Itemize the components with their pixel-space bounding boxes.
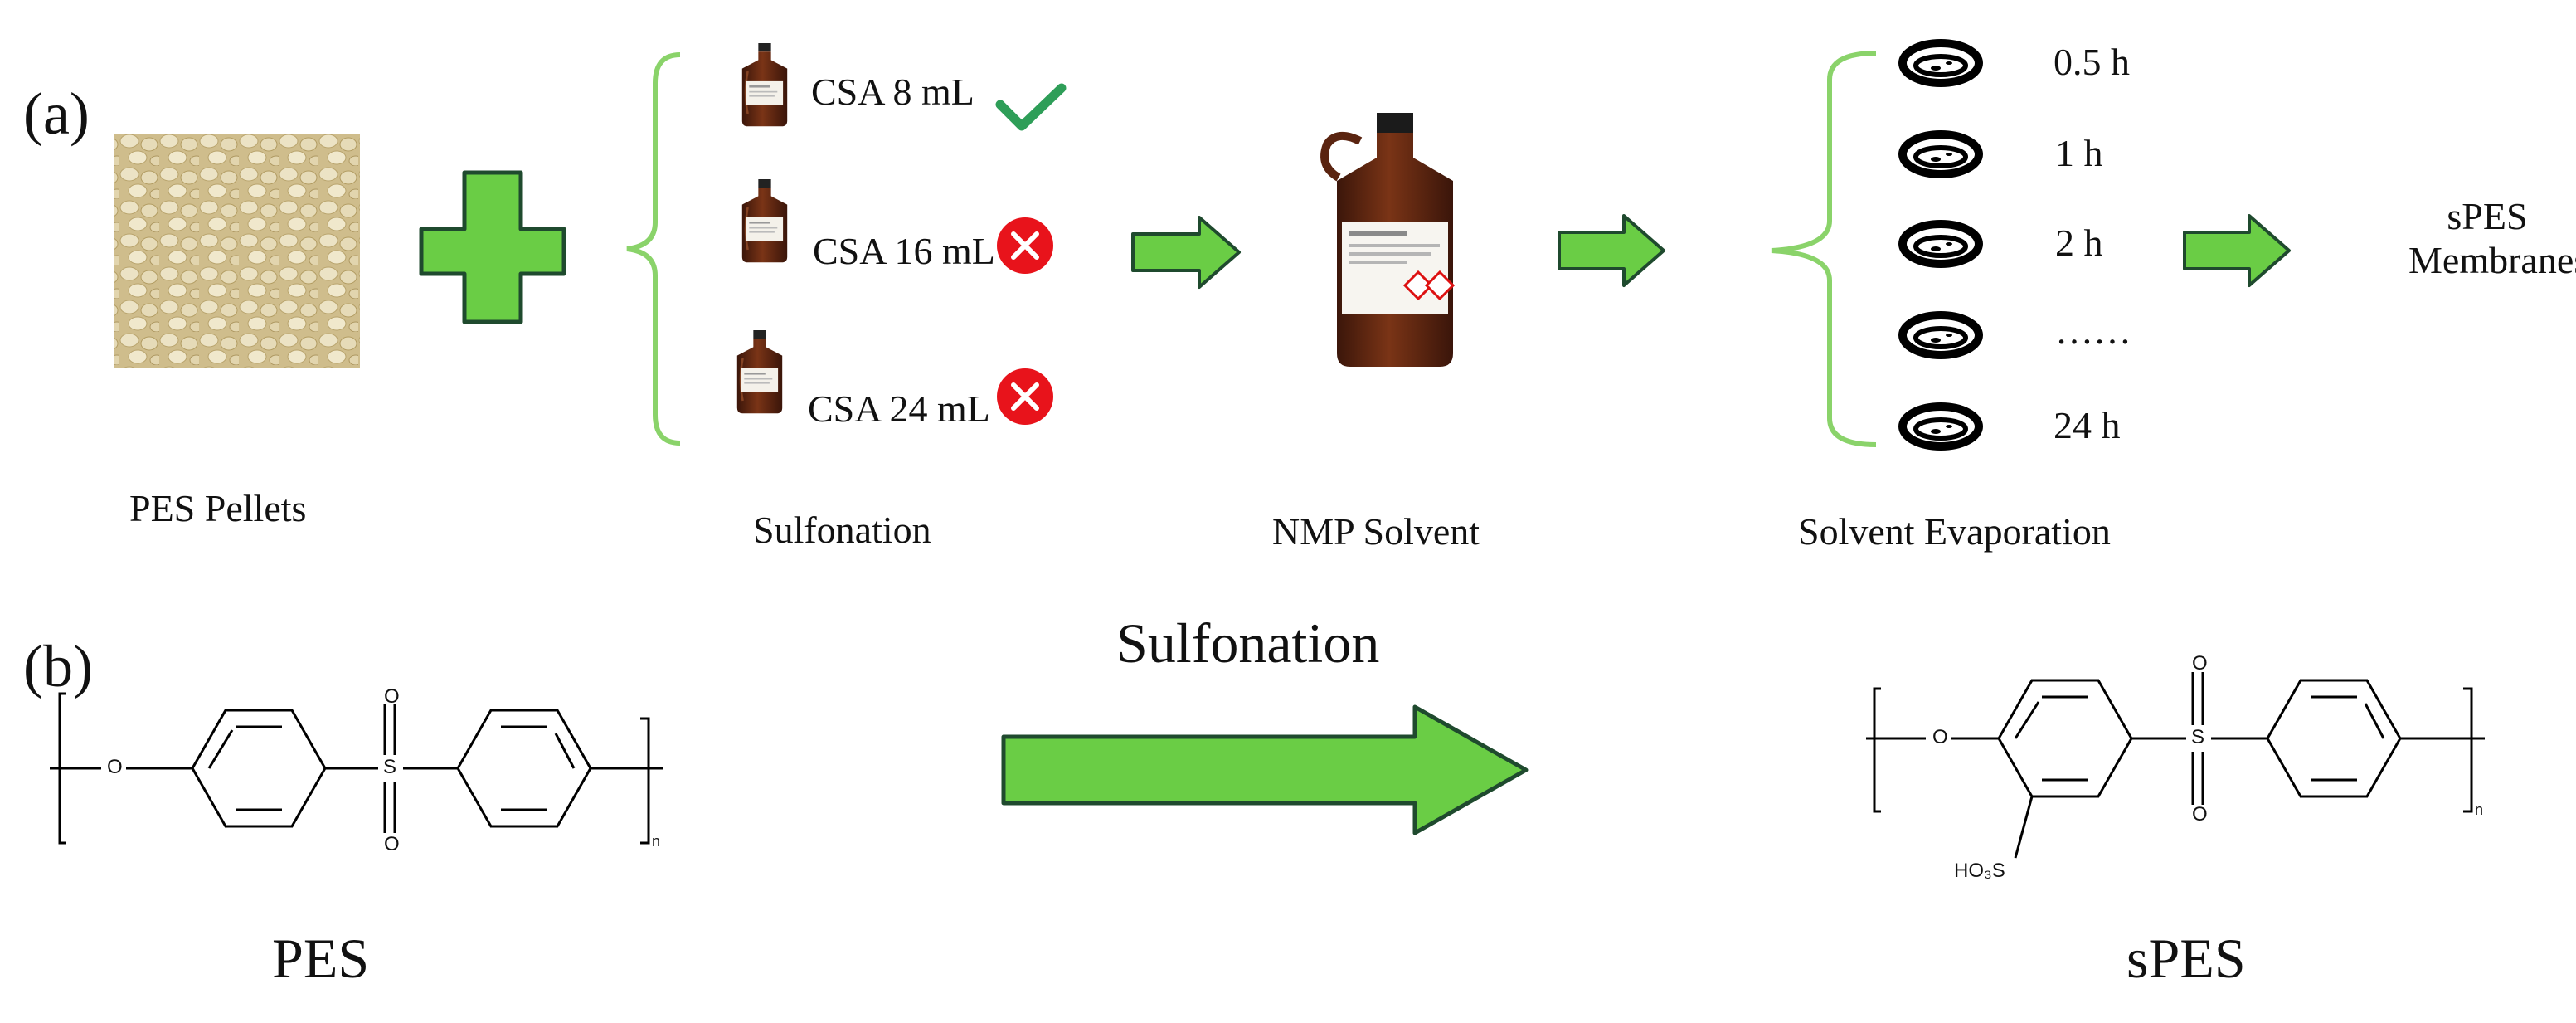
evaporation-time: …… <box>2055 309 2131 352</box>
pes-sulfonyl-o-bottom: O <box>384 833 400 855</box>
spes-substituent: HO₃S <box>1954 860 2005 882</box>
csa-option-label: CSA 24 mL <box>808 387 990 430</box>
spes-subscript-n: n <box>2475 801 2484 818</box>
spes-sulfonyl-o-bottom: O <box>2192 803 2208 826</box>
csa-bottle-icon <box>741 41 789 128</box>
sulfonation-bracket <box>626 52 681 446</box>
csa-bottle-icon <box>736 329 784 415</box>
evaporation-time: 0.5 h <box>2054 41 2130 83</box>
csa-option-label: CSA 16 mL <box>813 230 995 272</box>
csa-option-label: CSA 8 mL <box>811 71 975 113</box>
petri-dish-icon <box>1903 134 1979 174</box>
arrow-icon <box>1558 214 1665 287</box>
arrow-icon <box>2183 214 2291 287</box>
spes-name: sPES <box>2126 927 2246 990</box>
plus-icon <box>419 170 566 324</box>
panel-b-label: (b) <box>23 633 93 699</box>
pes-name: PES <box>272 927 370 990</box>
pes-pellets-label: PES Pellets <box>129 487 307 529</box>
csa-bottle-icon <box>741 178 789 264</box>
spes-oxygen-atom: O <box>1932 726 1948 748</box>
reaction-label: Sulfonation <box>1116 611 1380 675</box>
spes-membranes-line2: Membranes <box>2408 239 2576 281</box>
petri-dish-icon <box>1903 43 1979 83</box>
nmp-bottle-icon <box>1320 113 1456 367</box>
panel-a-label: (a) <box>23 80 90 147</box>
evaporation-time: 1 h <box>2055 132 2103 174</box>
reaction-arrow <box>1001 704 1529 835</box>
spes-sulfur-atom: S <box>2191 726 2205 748</box>
petri-dish-icon <box>1903 407 1979 446</box>
evaporation-bracket <box>1771 51 1877 447</box>
spes-membranes-label: sPES Membranes <box>2408 194 2576 282</box>
cross-icon <box>997 217 1053 274</box>
pes-oxygen-atom: O <box>107 756 123 778</box>
spes-sulfonyl-o-top: O <box>2192 652 2208 675</box>
petri-dish-icon <box>1903 315 1979 355</box>
sulfonation-label: Sulfonation <box>753 509 931 551</box>
arrow-icon <box>1131 216 1241 289</box>
pes-pellets-image <box>114 134 360 368</box>
pes-subscript-n: n <box>652 833 661 850</box>
evaporation-time: 2 h <box>2055 222 2103 264</box>
spes-structure <box>1866 672 2485 859</box>
evaporation-time: 24 h <box>2054 404 2121 446</box>
solvent-evaporation-label: Solvent Evaporation <box>1798 510 2111 553</box>
pes-sulfonyl-o-top: O <box>384 685 400 708</box>
pes-sulfur-atom: S <box>383 756 397 778</box>
check-icon <box>995 83 1067 131</box>
petri-dish-icon <box>1903 224 1979 264</box>
nmp-solvent-label: NMP Solvent <box>1272 510 1480 553</box>
pes-structure <box>50 692 663 845</box>
cross-icon <box>997 368 1053 425</box>
spes-membranes-line1: sPES <box>2447 195 2528 237</box>
